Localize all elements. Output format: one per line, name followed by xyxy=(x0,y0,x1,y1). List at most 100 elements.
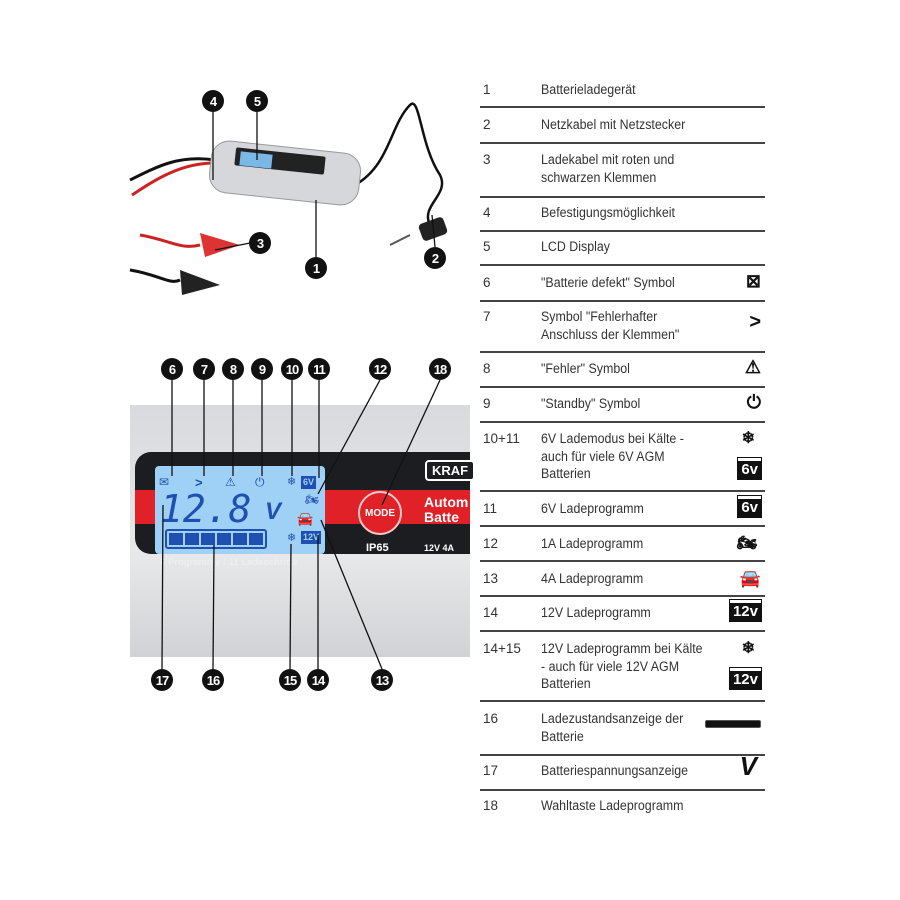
row-number: 11 xyxy=(483,501,498,516)
title-line: Batte xyxy=(424,509,460,525)
voltage-unit: V xyxy=(265,498,282,525)
voltage-readout: 12.8 xyxy=(160,487,252,531)
snowflake-icon: ❄ xyxy=(287,532,297,544)
callout-7: 7 xyxy=(193,358,215,380)
divider xyxy=(480,106,765,108)
badge-6v: 6v xyxy=(737,495,762,518)
row-number: 10+11 xyxy=(483,431,520,446)
snowflake-icon: ❄ xyxy=(741,640,755,657)
row-number: 12 xyxy=(483,536,499,551)
divider xyxy=(480,700,765,702)
badge-6v: 6v xyxy=(737,457,762,480)
row-number: 1 xyxy=(483,82,491,97)
divider xyxy=(480,264,765,266)
lcd-display: ✉ > ⚠ ⏻ ❄ 6V 12.8 V 🏍 🚘 ❄ 12V xyxy=(155,466,325,554)
divider xyxy=(480,789,765,791)
snowflake-icon: ❄ xyxy=(287,476,297,488)
row-number: 14+15 xyxy=(483,641,521,656)
car-icon: 🚘 xyxy=(297,511,314,526)
charger-photo xyxy=(129,102,448,295)
divider xyxy=(480,196,765,198)
row-number: 2 xyxy=(483,117,491,132)
motorcycle-icon: 🏍 xyxy=(736,535,757,552)
divider xyxy=(480,560,765,562)
power-icon: ⏻ xyxy=(255,475,265,489)
callout-12: 12 xyxy=(369,358,391,380)
callout-6: 6 xyxy=(161,358,183,380)
callout-10: 10 xyxy=(281,358,303,380)
row-number: 13 xyxy=(483,571,499,586)
divider xyxy=(480,421,765,423)
battery-6v-icon: 6V xyxy=(301,476,317,489)
divider xyxy=(480,351,765,353)
row-number: 17 xyxy=(483,763,499,778)
callout-15: 15 xyxy=(279,669,301,691)
callout-18: 18 xyxy=(429,358,451,380)
clamp-icon: > xyxy=(195,475,203,490)
row-text: 12V Ladeprogramm bei Kälte - auch für vi… xyxy=(541,641,703,691)
row-text: Befestigungsmöglichkeit xyxy=(541,205,675,220)
row-text: LCD Display xyxy=(541,239,611,254)
divider xyxy=(480,754,765,756)
row-number: 5 xyxy=(483,239,491,254)
divider xyxy=(480,595,765,597)
program-caption: 6 Programme / 11 Ladeschritte xyxy=(160,557,298,568)
divider xyxy=(480,300,765,302)
divider xyxy=(480,386,765,388)
detail-leader-lines xyxy=(161,379,441,670)
battery-12v-icon: 12v xyxy=(728,599,763,622)
warning-icon: ⚠ xyxy=(225,475,236,489)
callout-14: 14 xyxy=(307,669,329,691)
divider xyxy=(480,525,765,527)
callout-4: 4 xyxy=(202,90,224,112)
power-icon: ⏻ xyxy=(746,392,761,412)
mode-button[interactable]: MODE xyxy=(358,491,402,535)
battery-6v-icon: 6v xyxy=(737,495,762,518)
battery-defect-icon: ⊠ xyxy=(745,271,761,291)
title-line: Autom xyxy=(424,495,469,510)
callout-17: 17 xyxy=(151,669,173,691)
callout-2: 2 xyxy=(424,247,446,269)
row-text: 4A Ladeprogramm xyxy=(541,571,644,586)
row-number: 8 xyxy=(483,361,491,376)
callout-1: 1 xyxy=(305,257,327,279)
row-text: "Batterie defekt" Symbol xyxy=(541,275,675,290)
snowflake-icon: ❄ xyxy=(741,430,755,447)
battery-12v-icon: 12v xyxy=(728,667,763,690)
badge-12v: 12v xyxy=(728,599,763,622)
row-text: Wahltaste Ladeprogramm xyxy=(541,798,684,813)
battery-defect-icon: ✉ xyxy=(159,475,170,489)
row-text: Netzkabel mit Netzstecker xyxy=(541,117,686,132)
row-number: 9 xyxy=(483,396,491,411)
brand-logo: KRAF xyxy=(425,460,476,481)
warning-icon: ⚠ xyxy=(744,357,761,377)
callout-16: 16 xyxy=(202,669,224,691)
row-number: 14 xyxy=(483,605,499,620)
top-leader-lines xyxy=(212,112,436,257)
row-number: 4 xyxy=(483,205,491,220)
row-number: 7 xyxy=(483,309,491,324)
callout-11: 11 xyxy=(308,358,330,380)
divider xyxy=(480,142,765,144)
row-number: 16 xyxy=(483,711,499,726)
divider xyxy=(480,230,765,232)
callout-3: 3 xyxy=(249,232,271,254)
car-icon: 🚘 xyxy=(739,569,761,588)
ip-rating: IP65 xyxy=(366,542,389,554)
charge-level-bar xyxy=(165,529,267,549)
spec-label: 12V 4A xyxy=(424,543,455,553)
row-text: 6V Ladeprogramm xyxy=(541,501,644,516)
callout-13: 13 xyxy=(371,669,393,691)
row-text: "Standby" Symbol xyxy=(541,396,641,411)
callout-8: 8 xyxy=(222,358,244,380)
callout-9: 9 xyxy=(251,358,273,380)
row-text: Batterieladegerät xyxy=(541,82,636,97)
battery-12v-icon: 12V xyxy=(301,531,322,544)
row-text: "Fehler" Symbol xyxy=(541,361,630,376)
divider xyxy=(480,630,765,632)
motorcycle-icon: 🏍 xyxy=(305,494,319,506)
divider xyxy=(480,490,765,492)
callout-5: 5 xyxy=(246,90,268,112)
charge-bar-icon xyxy=(705,720,761,728)
row-text: 6V Lademodus bei Kälte - auch für viele … xyxy=(541,431,684,481)
